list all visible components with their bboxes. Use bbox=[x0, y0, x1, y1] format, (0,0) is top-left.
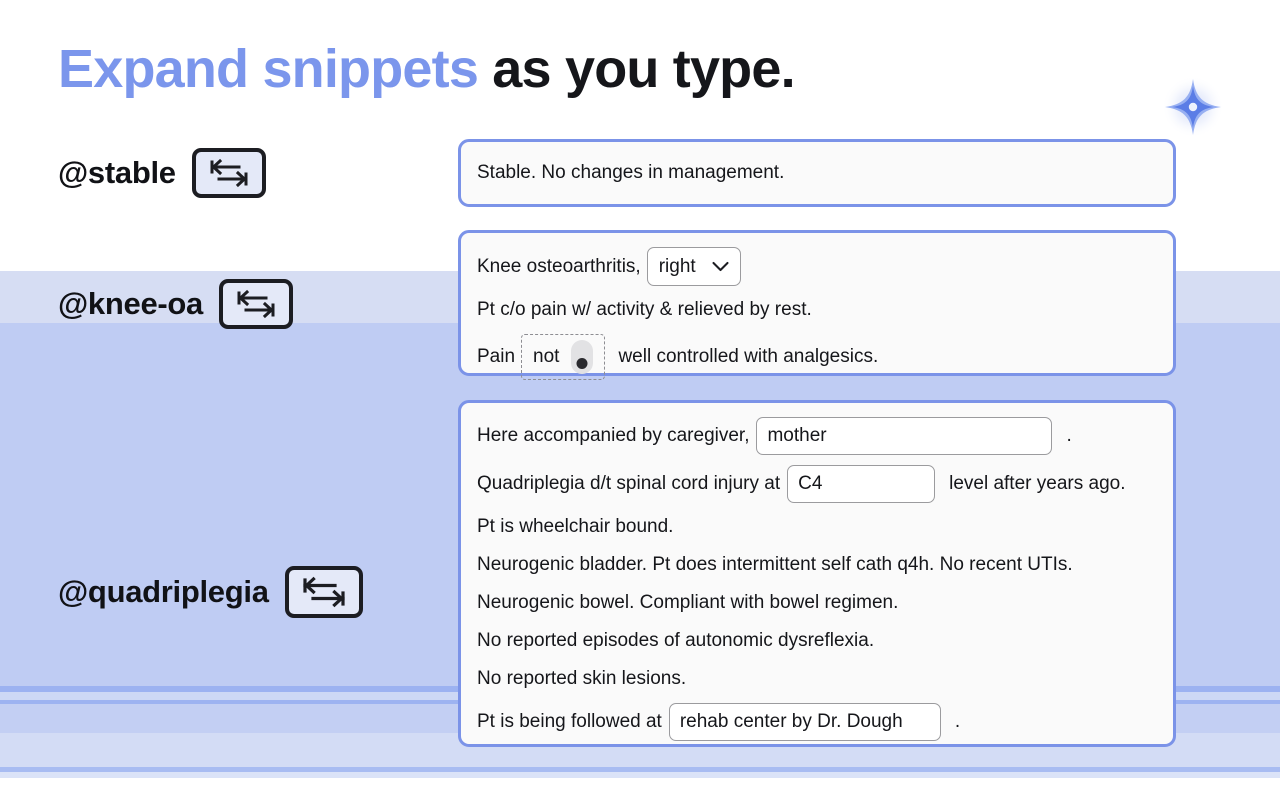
snippet-line: Pt is wheelchair bound. bbox=[477, 513, 1157, 541]
page-title-rest: as you type. bbox=[478, 39, 795, 99]
knee-oa-pain-label: Pain bbox=[477, 346, 516, 368]
injury-level-input[interactable]: C4 bbox=[787, 465, 936, 503]
snippet-line: Neurogenic bladder. Pt does intermittent… bbox=[477, 551, 1157, 579]
tab-key-icon bbox=[284, 566, 363, 618]
laterality-select[interactable]: right bbox=[646, 247, 741, 286]
injury-level-input-value: C4 bbox=[798, 473, 823, 495]
snippet-line: No reported skin lesions. bbox=[477, 665, 1157, 693]
knee-oa-diagnosis-text: Knee osteoarthritis, bbox=[477, 255, 641, 277]
trigger-label-quadriplegia: @quadriplegia bbox=[58, 574, 269, 609]
trigger-row-knee-oa: @knee-oa bbox=[58, 279, 293, 329]
page-title-highlight: Expand snippets bbox=[58, 39, 479, 99]
followup-facility-input[interactable]: rehab center by Dr. Dough bbox=[668, 703, 941, 741]
caregiver-label: Here accompanied by caregiver, bbox=[477, 425, 750, 447]
snippet-line: Pain not well controlled with analgesics… bbox=[477, 334, 1157, 380]
background-band-fade bbox=[0, 772, 1280, 778]
tab-key-icon bbox=[191, 148, 266, 198]
knee-oa-pain-pattern-text: Pt c/o pain w/ activity & relieved by re… bbox=[477, 299, 812, 321]
trigger-label-stable: @stable bbox=[58, 155, 176, 190]
trigger-row-stable: @stable bbox=[58, 148, 266, 198]
neurogenic-bowel-text: Neurogenic bowel. Compliant with bowel r… bbox=[477, 592, 899, 614]
caregiver-input-value: mother bbox=[767, 425, 827, 447]
background-accent-line-bottom bbox=[0, 767, 1280, 772]
knee-oa-analgesics-text: well controlled with analgesics. bbox=[618, 346, 879, 368]
snippet-text-stable: Stable. No changes in management. bbox=[477, 162, 785, 184]
snippet-panel-quadriplegia[interactable]: Here accompanied by caregiver, mother . … bbox=[458, 400, 1176, 747]
injury-level-suffix: level after years ago. bbox=[949, 473, 1126, 495]
snippet-panel-stable[interactable]: Stable. No changes in management. bbox=[458, 139, 1176, 207]
negation-toggle-switch[interactable] bbox=[571, 340, 594, 374]
skin-lesions-text: No reported skin lesions. bbox=[477, 668, 687, 690]
negation-toggle-label: not bbox=[533, 346, 560, 368]
toggle-knob bbox=[576, 358, 588, 369]
tab-key-icon bbox=[219, 279, 293, 329]
neurogenic-bladder-text: Neurogenic bladder. Pt does intermittent… bbox=[477, 554, 1073, 576]
followup-label: Pt is being followed at bbox=[477, 711, 662, 733]
injury-level-label: Quadriplegia d/t spinal cord injury at bbox=[477, 473, 781, 495]
snippet-line: No reported episodes of autonomic dysref… bbox=[477, 627, 1157, 655]
chevron-down-icon bbox=[712, 255, 729, 279]
negation-toggle-group[interactable]: not bbox=[521, 334, 606, 380]
snippet-line: Neurogenic bowel. Compliant with bowel r… bbox=[477, 589, 1157, 617]
trigger-row-quadriplegia: @quadriplegia bbox=[58, 566, 363, 618]
snippet-panel-knee-oa[interactable]: Knee osteoarthritis, right Pt c/o pain w… bbox=[458, 230, 1176, 380]
caregiver-input[interactable]: mother bbox=[756, 417, 1053, 455]
caregiver-period: . bbox=[1066, 425, 1072, 447]
laterality-select-value: right bbox=[658, 255, 696, 277]
snippet-line: Knee osteoarthritis, right bbox=[477, 247, 1157, 286]
snippet-line: Here accompanied by caregiver, mother . bbox=[477, 417, 1157, 455]
followup-period: . bbox=[954, 711, 961, 733]
autonomic-dysreflexia-text: No reported episodes of autonomic dysref… bbox=[477, 630, 875, 652]
sparkle-icon bbox=[1160, 74, 1226, 140]
snippet-line: Stable. No changes in management. bbox=[477, 159, 784, 187]
followup-facility-input-value: rehab center by Dr. Dough bbox=[679, 711, 903, 733]
snippet-line: Pt is being followed at rehab center by … bbox=[477, 703, 1157, 741]
wheelchair-text: Pt is wheelchair bound. bbox=[477, 516, 674, 538]
page-title: Expand snippets as you type. bbox=[58, 39, 796, 99]
snippet-line: Pt c/o pain w/ activity & relieved by re… bbox=[477, 296, 1157, 324]
snippet-line: Quadriplegia d/t spinal cord injury at C… bbox=[477, 465, 1157, 503]
trigger-label-knee-oa: @knee-oa bbox=[58, 286, 203, 321]
